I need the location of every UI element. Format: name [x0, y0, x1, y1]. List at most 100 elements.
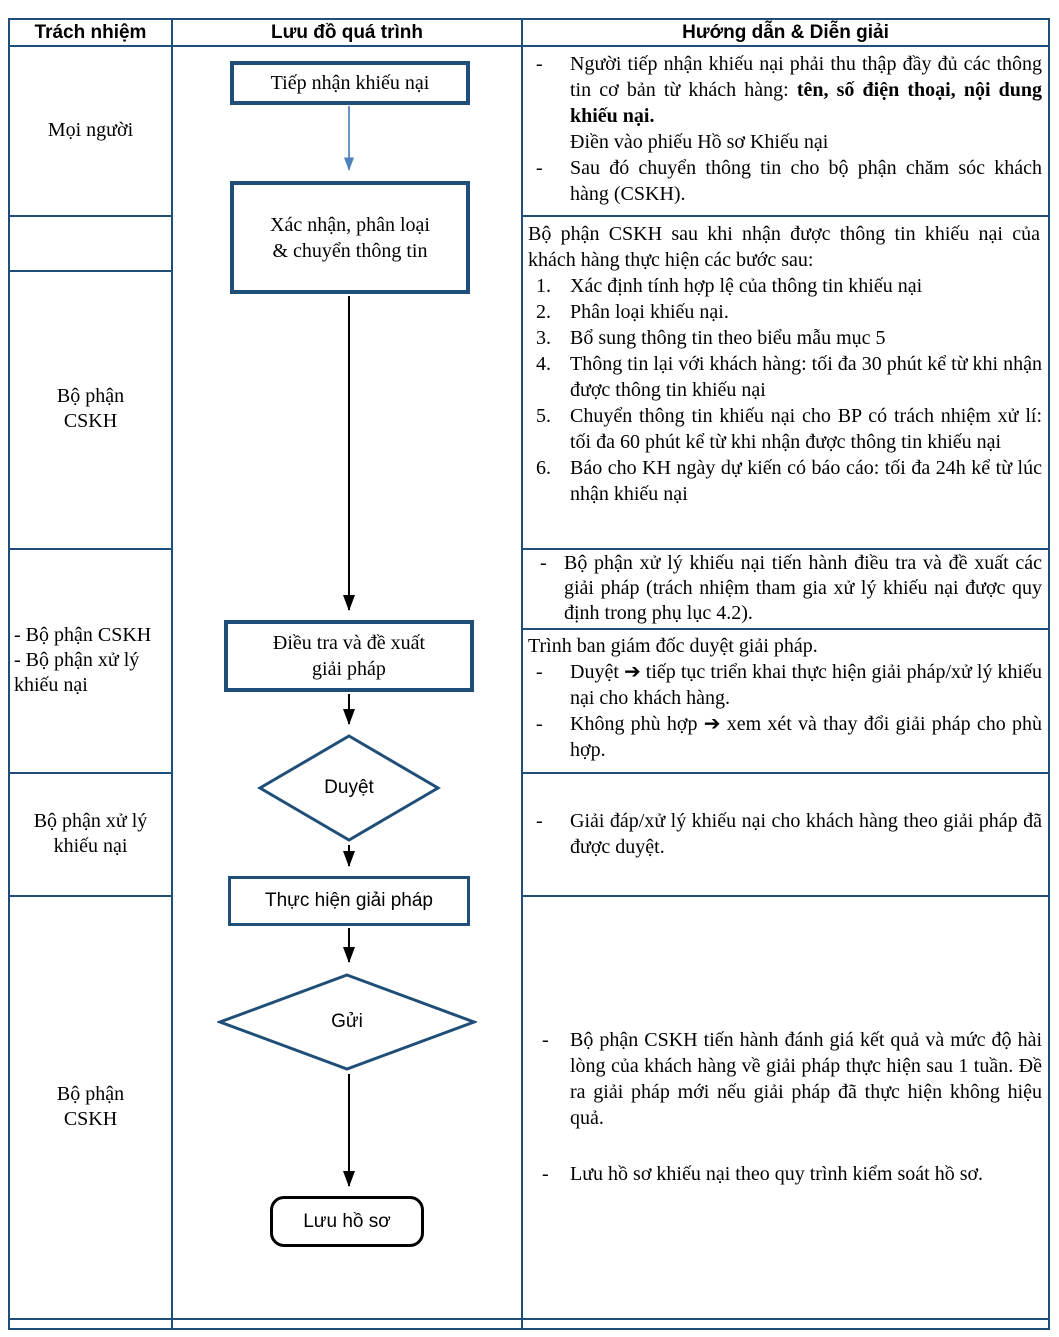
guidance4-item-1: - Duyệt ➔ tiếp tục triển khai thực hiện … [524, 659, 1048, 711]
guidance6-item-2-marker: - [542, 1162, 549, 1185]
responsibility-xuly-khieunai-label: Bộ phận xử lý khiếu nại [33, 809, 148, 857]
border-col2 [521, 18, 523, 1330]
flow-step-tiep-nhan-label: Tiếp nhận khiếu nại [270, 72, 430, 94]
responsibility-cskh-2: Bộ phận CSKH [10, 897, 171, 1316]
guidance1-item1: - Người tiếp nhận khiếu nại phải thu thậ… [524, 51, 1048, 155]
row-line-left-270 [8, 270, 173, 272]
guidance6-item-1-text: Bộ phận CSKH tiến hành đánh giá kết quả … [570, 1028, 1042, 1129]
border-header-bottom [8, 45, 1050, 47]
guidance2-item-2-marker: 2. [536, 301, 551, 323]
flow-step-xac-nhan-line1: Xác nhận, phân loại [270, 213, 430, 236]
guidance1-item1-text: Người tiếp nhận khiếu nại phải thu thập … [570, 53, 1042, 101]
guidance2-item-6-text: Báo cho KH ngày dự kiến có báo cáo: tối … [570, 457, 1042, 505]
guidance-section-4: Trình ban giám đốc duyệt giải pháp. - Du… [524, 633, 1048, 770]
flow-decision-duyet-label: Duyệt [324, 777, 374, 798]
guidance2-item-2-text: Phân loại khiếu nại. [570, 301, 729, 323]
row-line-left-772 [8, 772, 173, 774]
row-line-right-548 [521, 548, 1050, 550]
guidance6-item-1-marker: - [542, 1028, 549, 1051]
row-line-left-215 [8, 215, 173, 217]
guidance2-item-3: 3. Bổ sung thông tin theo biểu mẫu mục 5 [524, 325, 1048, 351]
guidance4-item-1-text: Duyệt ➔ tiếp tục triển khai thực hiện gi… [570, 661, 1042, 709]
flow-step-luu-ho-so-label: Lưu hồ sơ [303, 1210, 391, 1232]
flow-decision-gui-label: Gửi [331, 1011, 363, 1032]
row-line-right-215 [521, 215, 1050, 217]
flow-step-tiep-nhan: Tiếp nhận khiếu nại [230, 61, 470, 105]
responsibility-xuly-khieunai: Bộ phận xử lý khiếu nại [10, 774, 171, 893]
guidance2-item-1-text: Xác định tính hợp lệ của thông tin khiếu… [570, 275, 923, 297]
guidance3-marker: - [540, 552, 547, 574]
responsibility-cskh-1: Bộ phận CSKH [10, 272, 171, 546]
decision-gui-shape [217, 973, 477, 1071]
guidance3-item: - Bộ phận xử lý khiếu nại tiến hành điều… [524, 551, 1048, 626]
responsibility-cskh-xuly: - Bộ phận CSKH - Bộ phận xử lý khiếu nại [14, 550, 171, 770]
flow-step-xac-nhan: Xác nhận, phân loại & chuyển thông tin [230, 181, 470, 294]
guidance2-item-3-marker: 3. [536, 327, 551, 349]
header-responsibility: Trách nhiệm [10, 20, 171, 45]
responsibility-cskh-item: - Bộ phận CSKH [14, 623, 152, 646]
guidance2-intro: Bộ phận CSKH sau khi nhận được thông tin… [528, 223, 1040, 271]
guidance-section-2: Bộ phận CSKH sau khi nhận được thông tin… [524, 221, 1048, 546]
guidance-section-1: - Người tiếp nhận khiếu nại phải thu thậ… [524, 51, 1048, 213]
guidance2-item-4: 4. Thông tin lại với khách hàng: tối đa … [524, 351, 1048, 403]
flow-step-luu-ho-so: Lưu hồ sơ [270, 1196, 424, 1247]
guidance2-item-1: 1. Xác định tính hợp lệ của thông tin kh… [524, 273, 1048, 299]
guidance1-item1-bold: tên, số điện thoại, nội dung khiếu nại. [570, 79, 1043, 127]
responsibility-cskh-2-label: Bộ phận CSKH [56, 1082, 125, 1130]
border-right [1048, 18, 1050, 1330]
guidance-section-5: - Giải đáp/xử lý khiếu nại cho khách hàn… [524, 774, 1048, 893]
flow-step-dieu-tra-line1: Điều tra và đề xuất [272, 632, 426, 654]
responsibility-moi-nguoi-label: Mọi người [47, 118, 134, 141]
flow-decision-gui: Gửi [217, 972, 477, 1072]
row-line-right-895 [521, 895, 1050, 897]
guidance5-marker: - [536, 809, 543, 832]
flow-step-thuc-hien-label: Thực hiện giải pháp [265, 890, 433, 911]
flow-step-dieu-tra-line2: giải pháp [312, 658, 386, 680]
guidance4-item-2-text: Không phù hợp ➔ xem xét và thay đổi giải… [570, 713, 1042, 761]
flow-step-dieu-tra: Điều tra và đề xuất giải pháp [224, 620, 474, 692]
guidance2-item-5-marker: 5. [536, 405, 551, 427]
flow-step-xac-nhan-line2: & chuyển thông tin [272, 239, 428, 262]
guidance2-item-4-marker: 4. [536, 353, 551, 375]
guidance2-item-3-text: Bổ sung thông tin theo biểu mẫu mục 5 [570, 327, 886, 349]
guidance5-item: - Giải đáp/xử lý khiếu nại cho khách hàn… [524, 808, 1048, 860]
guidance1-item2: - Sau đó chuyển thông tin cho bộ phận ch… [524, 155, 1048, 207]
guidance4-item-2: - Không phù hợp ➔ xem xét và thay đổi gi… [524, 711, 1048, 763]
border-left [8, 18, 10, 1330]
guidance2-item-5-text: Chuyển thông tin khiếu nại cho BP có trá… [570, 405, 1042, 453]
guidance1-item1-marker: - [536, 53, 543, 75]
border-col1 [171, 18, 173, 1330]
header-guidance-label: Hướng dẫn & Diễn giải [682, 21, 889, 43]
responsibility-cskh-1-label: Bộ phận CSKH [56, 385, 125, 432]
header-guidance: Hướng dẫn & Diễn giải [523, 20, 1048, 45]
row-line-right-628 [521, 628, 1050, 630]
header-flowchart-label: Lưu đồ quá trình [270, 21, 423, 43]
row-line-1318 [8, 1318, 1050, 1320]
guidance1-item1-line2: Điền vào phiếu Hồ sơ Khiếu nại [570, 131, 829, 153]
guidance1-item2-marker: - [536, 157, 543, 179]
flow-decision-duyet: Duyệt [257, 733, 441, 843]
border-top [8, 18, 1050, 20]
guidance2-item-5: 5. Chuyển thông tin khiếu nại cho BP có … [524, 403, 1048, 455]
responsibility-moi-nguoi: Mọi người [10, 47, 171, 213]
guidance-section-3: - Bộ phận xử lý khiếu nại tiến hành điều… [524, 551, 1048, 627]
responsibility-xuly-item: - Bộ phận xử lý khiếu nại [14, 648, 140, 696]
guidance2-item-6-marker: 6. [536, 457, 551, 479]
guidance5-text: Giải đáp/xử lý khiếu nại cho khách hàng … [570, 809, 1042, 858]
guidance4-intro: Trình ban giám đốc duyệt giải pháp. [528, 635, 818, 657]
decision-duyet-shape [257, 734, 441, 842]
header-responsibility-label: Trách nhiệm [34, 21, 147, 43]
guidance2-item-2: 2. Phân loại khiếu nại. [524, 299, 1048, 325]
guidance-section-6: - Bộ phận CSKH tiến hành đánh giá kết qu… [524, 897, 1048, 1316]
row-line-left-548 [8, 548, 173, 550]
guidance6-item-2: - Lưu hồ sơ khiếu nại theo quy trình kiể… [524, 1161, 1048, 1187]
guidance4-item-1-marker: - [536, 661, 543, 683]
border-bottom [8, 1328, 1050, 1330]
guidance6-item-1: - Bộ phận CSKH tiến hành đánh giá kết qu… [524, 1027, 1048, 1131]
header-flowchart: Lưu đồ quá trình [173, 20, 521, 45]
guidance2-item-4-text: Thông tin lại với khách hàng: tối đa 30 … [570, 353, 1042, 401]
responsibility-empty-cell [10, 217, 171, 268]
guidance2-item-6: 6. Báo cho KH ngày dự kiến có báo cáo: t… [524, 455, 1048, 507]
guidance4-item-2-marker: - [536, 713, 543, 735]
